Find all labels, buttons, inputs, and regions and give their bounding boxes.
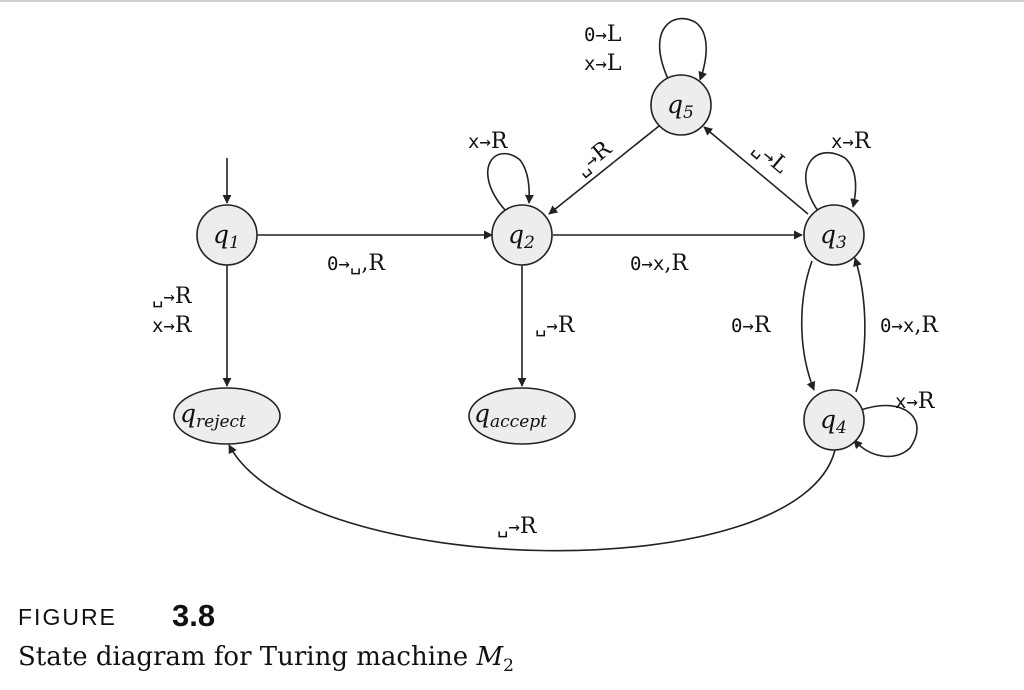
state-q1: q1 bbox=[196, 204, 258, 266]
state-q5: q5 bbox=[650, 74, 712, 136]
state-q4: q4 bbox=[803, 389, 865, 451]
edge-q5-self bbox=[658, 17, 707, 82]
svg-text:q3: q3 bbox=[820, 220, 847, 253]
state-q2: q2 bbox=[491, 204, 553, 266]
label-q1-reject-blank: ␣→R bbox=[152, 284, 193, 309]
label-q5-q2: ␣→R bbox=[570, 136, 618, 181]
figure-number: 3.8 bbox=[172, 598, 216, 633]
edge-q4-reject bbox=[228, 444, 836, 552]
figure-label: FIGURE bbox=[18, 604, 117, 630]
edge-q5-q2 bbox=[548, 125, 660, 215]
label-q5-self-zero: 0→L bbox=[584, 22, 622, 47]
label-q4-self: x→R bbox=[895, 389, 936, 414]
top-rule bbox=[0, 0, 1024, 2]
figure-caption: State diagram for Turing machine M2 bbox=[18, 642, 514, 676]
edge-q4-self bbox=[853, 404, 918, 458]
label-q3-self: x→R bbox=[831, 129, 872, 154]
svg-text:q4: q4 bbox=[820, 405, 847, 438]
label-q4-q3: 0→x,R bbox=[880, 313, 939, 338]
label-q3-q5: ␣→L bbox=[748, 135, 793, 179]
svg-text:q2: q2 bbox=[508, 220, 535, 253]
label-q1-reject-x: x→R bbox=[152, 313, 193, 338]
label-q2-self: x→R bbox=[468, 129, 509, 154]
caption-text: State diagram for Turing machine bbox=[18, 642, 477, 672]
svg-text:qaccept: qaccept bbox=[474, 399, 547, 432]
svg-text:qreject: qreject bbox=[180, 399, 246, 432]
label-q5-self-x: x→L bbox=[584, 51, 622, 76]
state-q-accept: qaccept bbox=[468, 387, 576, 445]
edge-q3-self bbox=[805, 152, 860, 212]
label-q3-q4: 0→R bbox=[731, 313, 772, 338]
machine-subscript: 2 bbox=[503, 656, 514, 677]
label-q2-accept: ␣→R bbox=[535, 313, 576, 338]
state-q-reject: qreject bbox=[173, 387, 281, 445]
machine-letter: M bbox=[476, 642, 504, 672]
label-q1-q2: 0→␣,R bbox=[327, 251, 386, 276]
svg-text:q5: q5 bbox=[667, 90, 694, 123]
label-q2-q3: 0→x,R bbox=[630, 251, 689, 276]
edge-q3-q5 bbox=[703, 126, 809, 215]
label-q4-reject: ␣→R bbox=[497, 514, 538, 539]
state-diagram: q1 q2 q3 q4 q5 qreject qaccept 0→␣,R 0→x… bbox=[152, 17, 939, 552]
edge-q3-q4 bbox=[800, 260, 816, 391]
edge-q4-q3 bbox=[853, 257, 866, 393]
state-q3: q3 bbox=[803, 204, 865, 266]
edge-q2-self bbox=[486, 152, 534, 211]
svg-text:q1: q1 bbox=[213, 220, 240, 253]
